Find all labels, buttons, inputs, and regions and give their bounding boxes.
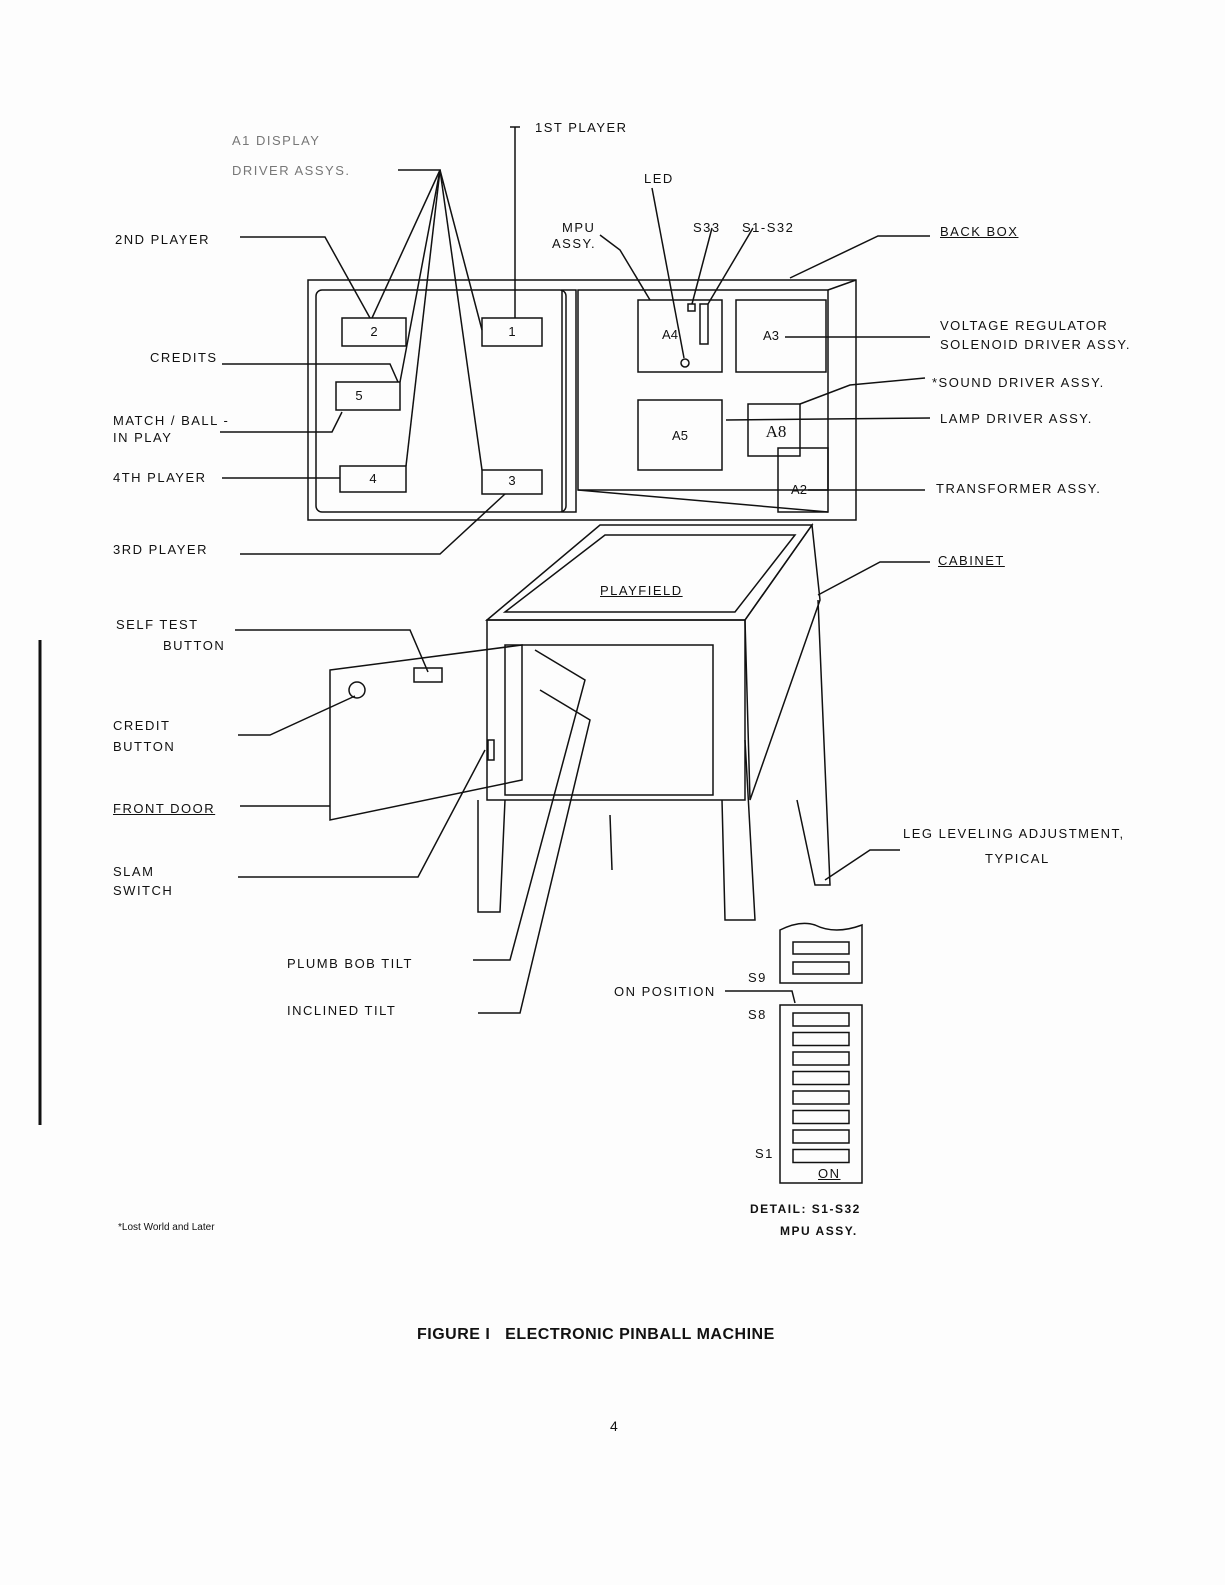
label-voltage-regulator: VOLTAGE REGULATOR <box>940 318 1109 333</box>
label-front-door: FRONT DOOR <box>113 801 216 816</box>
page-number: 4 <box>610 1418 620 1434</box>
box-label-2: 2 <box>370 324 378 339</box>
backbox-outline <box>307 279 857 521</box>
label-s8: S8 <box>748 1007 767 1022</box>
label-match: IN PLAY <box>113 430 173 445</box>
box-label-a4: A4 <box>662 327 678 342</box>
label-credit-button: CREDIT <box>113 718 171 733</box>
label-mpu: ASSY. <box>552 236 597 251</box>
box-a5 <box>637 399 723 471</box>
dip-switch-s1-s32 <box>699 303 709 345</box>
label-on-position: ON POSITION <box>614 984 716 999</box>
box-label-5: 5 <box>355 388 363 403</box>
label-3rd-player: 3RD PLAYER <box>113 542 208 557</box>
leg <box>477 799 506 913</box>
detail-s9-box <box>779 922 863 984</box>
box-a3 <box>735 299 827 373</box>
hinge <box>561 289 577 513</box>
label-2nd-player: 2ND PLAYER <box>115 232 210 247</box>
front-door <box>329 644 523 821</box>
slam-switch <box>487 739 495 761</box>
label-1st-player: 1ST PLAYER <box>535 120 628 135</box>
label-credits: CREDITS <box>150 350 218 365</box>
label-voltage-regulator: SOLENOID DRIVER ASSY. <box>940 337 1131 352</box>
label-detail: DETAIL: S1-S32 <box>750 1202 861 1216</box>
label-led: LED <box>644 171 674 186</box>
label-credit-button: BUTTON <box>113 739 176 754</box>
dip-switch <box>792 1031 850 1047</box>
label-4th-player: 4TH PLAYER <box>113 470 207 485</box>
label-plumb-bob: PLUMB BOB TILT <box>287 956 413 971</box>
dip-switch <box>792 1051 850 1066</box>
box-1 <box>481 317 543 347</box>
self-test-button <box>413 667 443 683</box>
label-display-driver: DRIVER ASSYS. <box>232 163 351 178</box>
box-label-a2: A2 <box>791 482 807 497</box>
label-mpu: MPU <box>562 220 596 235</box>
box-5 <box>335 381 401 411</box>
label-s9: S9 <box>748 970 767 985</box>
box-2 <box>341 317 407 347</box>
label-transformer: TRANSFORMER ASSY. <box>936 481 1102 496</box>
display-door <box>315 289 567 513</box>
dip-switch <box>792 1070 850 1086</box>
label-sound-driver: *SOUND DRIVER ASSY. <box>932 375 1105 390</box>
label-cabinet: CABINET <box>938 553 1005 568</box>
label-playfield: PLAYFIELD <box>600 583 683 598</box>
dip-switch <box>792 1109 850 1125</box>
dip-switch <box>792 1012 850 1027</box>
box-label-a5: A5 <box>672 428 688 443</box>
footnote: *Lost World and Later <box>118 1222 215 1233</box>
box-label-3: 3 <box>508 473 516 488</box>
dip-switch <box>792 1148 850 1164</box>
box-label-a3: A3 <box>763 328 779 343</box>
switch-s33 <box>687 303 696 312</box>
box-4 <box>339 465 407 493</box>
cabinet-front <box>486 619 746 801</box>
box-label-1: 1 <box>508 324 516 339</box>
box-a8 <box>747 403 801 457</box>
label-back-box: BACK BOX <box>940 224 1019 239</box>
led <box>680 358 690 368</box>
figure-caption: FIGURE I ELECTRONIC PINBALL MACHINE <box>417 1326 775 1343</box>
label-display-driver: A1 DISPLAY <box>232 133 321 148</box>
dip-switch <box>792 1090 850 1105</box>
box-label-a8: A8 <box>765 422 787 441</box>
label-slam-switch: SWITCH <box>113 883 174 898</box>
box-a2 <box>777 447 829 513</box>
cabinet-top <box>484 524 814 621</box>
label-s1: S1 <box>755 1146 774 1161</box>
label-lamp-driver: LAMP DRIVER ASSY. <box>940 411 1093 426</box>
label-leg-leveling: TYPICAL <box>985 851 1050 866</box>
box-3 <box>481 469 543 495</box>
label-leg-leveling: LEG LEVELING ADJUSTMENT, <box>903 826 1125 841</box>
label-s1-s32: S1-S32 <box>742 220 795 235</box>
leg <box>796 599 831 886</box>
box-label-4: 4 <box>369 471 377 486</box>
dip-switch <box>792 1129 850 1144</box>
label-inclined-tilt: INCLINED TILT <box>287 1003 397 1018</box>
label-match: MATCH / BALL - <box>113 413 230 428</box>
label-slam-switch: SLAM <box>113 864 155 879</box>
label-detail: MPU ASSY. <box>780 1224 858 1238</box>
leg <box>721 739 756 921</box>
credit-button <box>348 681 366 699</box>
backbox-interior <box>577 289 829 491</box>
box-a4 <box>637 299 723 373</box>
label-self-test: BUTTON <box>163 638 226 653</box>
detail-s1-s8-box <box>779 1004 863 1184</box>
label-self-test: SELF TEST <box>116 617 199 632</box>
label-s33: S33 <box>693 220 721 235</box>
label-on: ON <box>818 1166 841 1181</box>
